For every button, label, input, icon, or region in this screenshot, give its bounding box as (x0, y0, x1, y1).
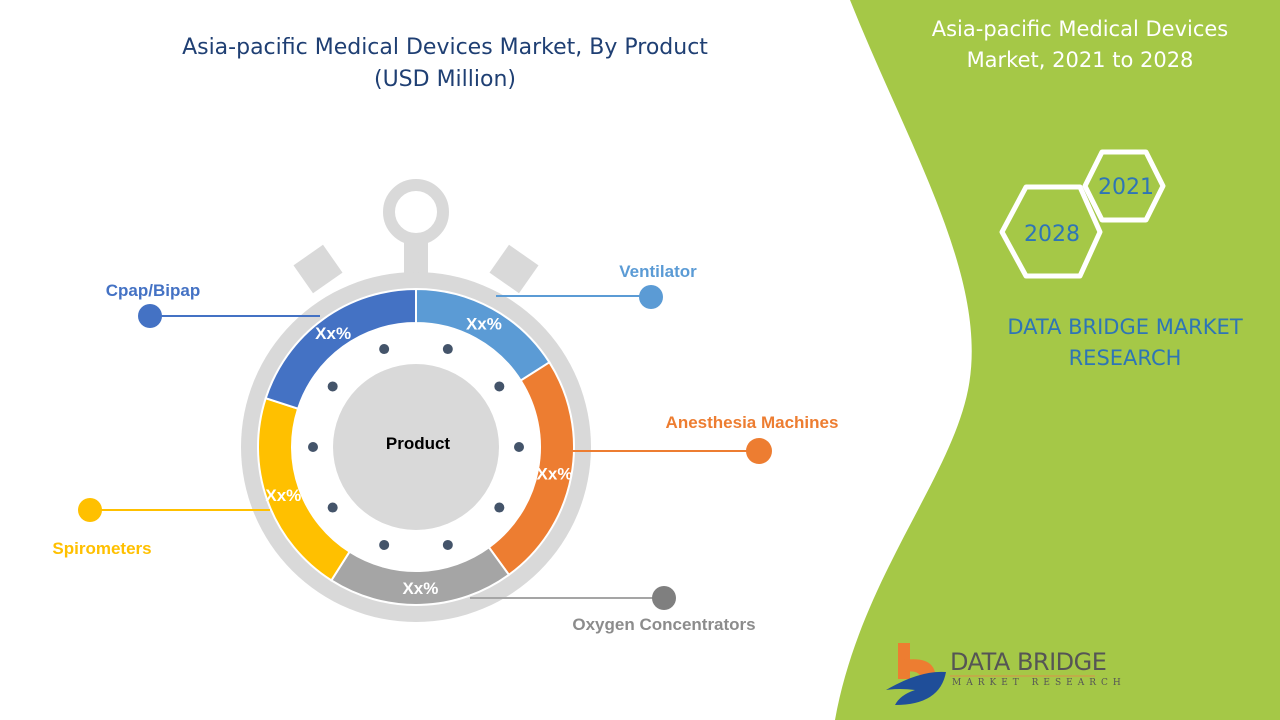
brand-text: DATA BRIDGE MARKET RESEARCH (980, 312, 1270, 374)
label-oxygen: Oxygen Concentrators (572, 615, 755, 634)
data-label: Xx% (537, 464, 573, 483)
tick-dot (514, 442, 524, 452)
tick-dot (442, 539, 453, 550)
chart-title: Asia-pacific Medical Devices Market, By … (140, 32, 750, 96)
brand-line-1: DATA BRIDGE MARKET (1007, 315, 1243, 339)
logo-name: DATA BRIDGE (950, 648, 1107, 676)
year-start: 2021 (1098, 175, 1154, 200)
side-title-line-1: Asia-pacific Medical Devices (931, 17, 1229, 41)
tick-dot (379, 539, 390, 550)
tick-dots (308, 344, 524, 550)
tick-dot (494, 502, 505, 513)
donut-chart: Xx% Xx% Xx% Xx% Xx% (257, 287, 575, 606)
data-label: Xx% (466, 314, 502, 333)
legend-dot-oxygen (652, 586, 676, 610)
side-title-line-2: Market, 2021 to 2028 (966, 48, 1194, 72)
center-label: Product (386, 434, 451, 453)
side-title: Asia-pacific Medical Devices Market, 202… (900, 14, 1260, 76)
data-label: Xx% (265, 486, 301, 505)
label-spirometers: Spirometers (52, 539, 151, 558)
legend-dot-spirometers (78, 498, 102, 522)
tick-dot (379, 344, 390, 355)
logo-icon (886, 643, 1095, 705)
data-label: Xx% (315, 324, 351, 343)
logo-sub: MARKET RESEARCH (952, 678, 1126, 688)
tick-dot (327, 502, 338, 513)
brand-line-2: RESEARCH (1068, 346, 1182, 370)
tick-dot (327, 381, 338, 392)
tick-dot (308, 442, 318, 452)
label-anesthesia: Anesthesia Machines (666, 413, 839, 432)
title-line-1: Asia-pacific Medical Devices Market, By … (182, 35, 708, 60)
label-ventilator: Ventilator (619, 262, 697, 281)
title-line-2: (USD Million) (373, 67, 516, 92)
center-circle (333, 364, 499, 530)
legend-dot-cpap (138, 304, 162, 328)
label-cpap: Cpap/Bipap (106, 281, 200, 300)
legend-dot-anesthesia (746, 438, 772, 464)
hexagon-2028 (999, 184, 1103, 279)
legend-dot-ventilator (639, 285, 663, 309)
tick-dot (442, 344, 453, 355)
data-label: Xx% (402, 579, 438, 598)
donut-segment-cpap-bipap (264, 287, 417, 410)
hexagon-2021 (1082, 149, 1166, 223)
year-end: 2028 (1024, 222, 1080, 247)
tick-dot (494, 381, 505, 392)
green-panel (835, 0, 1280, 720)
